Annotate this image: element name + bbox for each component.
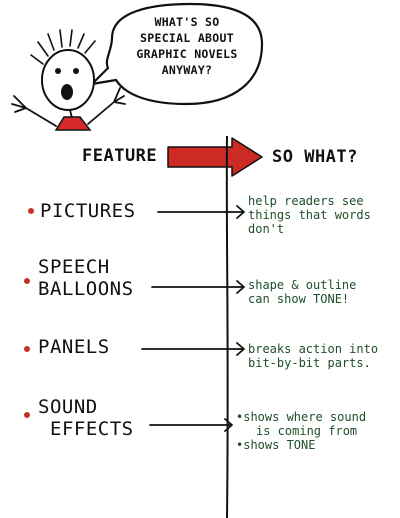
bullet-dot — [28, 208, 34, 214]
so-what-line: shape & outline — [248, 278, 357, 292]
feature-label: EFFECTS — [50, 418, 134, 440]
header-arrow — [167, 137, 263, 177]
row-arrow-pictures — [157, 205, 245, 219]
character-head — [41, 49, 95, 111]
so-what-column-header: SO WHAT? — [272, 147, 358, 167]
so-what-line: can show TONE! — [248, 292, 350, 306]
so-what-line: things that words — [248, 208, 371, 222]
row-arrow-speech-balloons — [151, 280, 245, 294]
so-what-line: don't — [248, 222, 285, 236]
vertical-divider — [225, 135, 229, 518]
so-what-line: •shows TONE — [236, 438, 316, 452]
so-what-panels: breaks action into bit-by-bit parts. — [248, 342, 378, 370]
feature-pictures: PICTURES — [40, 200, 136, 222]
speech-line: SPECIAL ABOUT — [140, 31, 234, 45]
character-arm-right — [87, 87, 126, 125]
so-what-line: help readers see — [248, 194, 364, 208]
bullet-dot — [24, 412, 30, 418]
character-hair — [30, 29, 96, 65]
so-what-line: bit-by-bit parts. — [248, 356, 371, 370]
row-arrow-panels — [141, 342, 245, 356]
so-what-line: •shows where sound — [236, 410, 367, 424]
character-eye-right — [73, 68, 79, 74]
speech-line: WHAT'S SO — [154, 15, 220, 29]
feature-speech-balloons: SPEECH BALLOONS — [38, 256, 134, 300]
feature-label: SOUND — [38, 396, 98, 418]
bullet-dot — [24, 346, 30, 352]
bullet-dot — [24, 278, 30, 284]
character-arm-left — [11, 95, 57, 127]
character-mouth — [61, 84, 73, 100]
feature-panels: PANELS — [38, 336, 110, 358]
so-what-speech-balloons: shape & outline can show TONE! — [248, 278, 356, 306]
character-shirt — [54, 116, 92, 131]
feature-sound-effects: SOUND EFFECTS — [38, 396, 134, 440]
feature-label: BALLOONS — [38, 278, 134, 300]
so-what-line: is coming from — [256, 424, 358, 438]
feature-column-header: FEATURE — [82, 146, 158, 166]
so-what-sound-effects: •shows where sound is coming from •shows… — [236, 410, 366, 452]
feature-label: PANELS — [38, 336, 110, 358]
feature-label: SPEECH — [38, 256, 110, 278]
character-eye-left — [55, 68, 61, 74]
speech-line: GRAPHIC NOVELS — [136, 47, 238, 61]
row-arrow-sound-effects — [149, 418, 233, 432]
so-what-line: breaks action into — [248, 342, 379, 356]
feature-label: PICTURES — [40, 200, 136, 222]
row-arrows — [141, 205, 245, 432]
speech-bubble-outline — [90, 2, 264, 106]
speech-line: ANYWAY? — [161, 63, 213, 77]
speech-bubble-text: WHAT'S SO SPECIAL ABOUT GRAPHIC NOVELS A… — [112, 14, 262, 78]
so-what-pictures: help readers see things that words don't — [248, 194, 371, 236]
